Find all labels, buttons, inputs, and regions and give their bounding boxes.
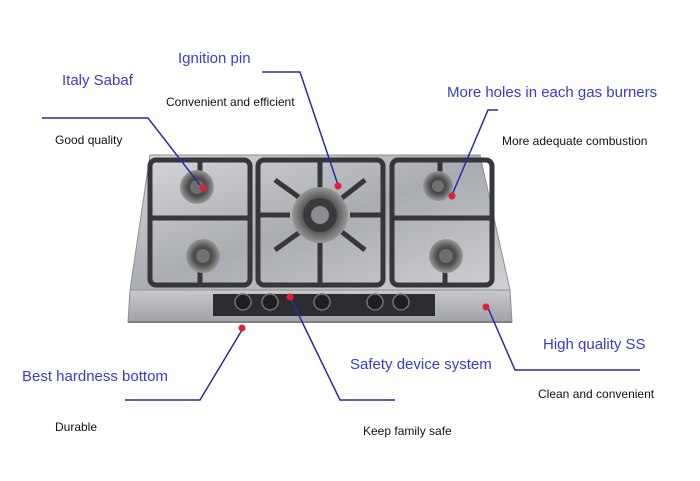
leader-italy-sabaf — [42, 117, 201, 186]
burner-right-rear — [423, 171, 453, 201]
leader-more-holes — [451, 109, 498, 196]
high-quality-ss-desc: Clean and convenient — [538, 387, 655, 401]
knob-5 — [392, 293, 410, 311]
leader-safety-device — [289, 296, 395, 401]
burner-right-front — [429, 239, 463, 273]
italy-sabaf-title: Italy Sabaf — [62, 72, 133, 89]
markers — [199, 182, 490, 332]
marker-high-quality-ss — [482, 303, 490, 311]
leader-high-quality-ss — [487, 307, 640, 371]
center-pan-support — [255, 157, 386, 288]
ignition-pin-title: Ignition pin — [178, 50, 251, 67]
knob-1 — [234, 293, 252, 311]
marker-ignition-pin — [334, 182, 342, 190]
marker-safety-device — [286, 293, 294, 301]
knob-2 — [261, 293, 279, 311]
more-holes-title: More holes in each gas burners — [447, 84, 658, 101]
burner-left-front — [186, 239, 220, 273]
knob-3 — [313, 293, 331, 311]
leader-ignition-pin — [262, 71, 339, 186]
ignition-pin-desc: Convenient and efficient — [166, 95, 295, 109]
burner-center-wok — [292, 187, 348, 243]
control-knobs — [234, 293, 410, 311]
marker-italy-sabaf — [199, 184, 207, 192]
leader-best-hardness — [125, 329, 243, 401]
marker-more-holes — [448, 192, 456, 200]
marker-best-hardness — [238, 324, 246, 332]
italy-sabaf-desc: Good quality — [55, 133, 123, 147]
cooktop — [127, 154, 513, 323]
high-quality-ss-title: High quality SS — [543, 336, 646, 353]
burner-left-rear — [180, 170, 214, 204]
safety-device-desc: Keep family safe — [363, 424, 452, 438]
best-hardness-desc: Durable — [55, 420, 98, 434]
more-holes-desc: More adequate combustion — [502, 134, 648, 148]
knob-4 — [366, 293, 384, 311]
safety-device-title: Safety device system — [350, 356, 492, 373]
leader-lines — [42, 71, 640, 401]
best-hardness-title: Best hardness bottom — [22, 368, 168, 385]
